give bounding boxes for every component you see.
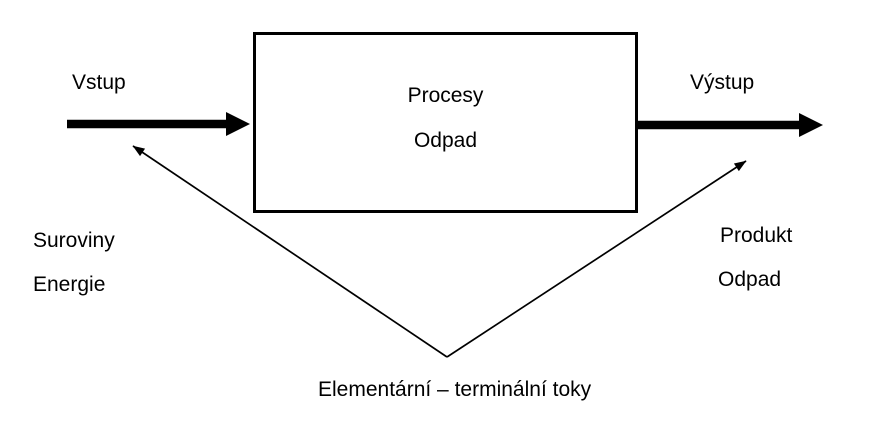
process-box: Procesy Odpad (253, 32, 638, 213)
output-arrow (637, 113, 823, 137)
input-item-energie: Energie (33, 273, 106, 296)
elementary-flow-arrow-left (132, 145, 448, 358)
process-box-label-odpad: Odpad (413, 129, 478, 152)
input-label: Vstup (72, 71, 126, 94)
output-label: Výstup (690, 71, 755, 94)
output-item-produkt: Produkt (720, 224, 793, 247)
output-arrow-head (799, 113, 823, 137)
elementary-flows-caption: Elementární – terminální toky (318, 378, 592, 401)
input-arrow-head (226, 112, 250, 136)
elementary-flow-arrow-right (446, 160, 747, 358)
output-item-odpad: Odpad (718, 268, 782, 291)
process-box-label-procesy: Procesy (407, 84, 484, 107)
input-arrow (67, 112, 250, 136)
input-item-suroviny: Suroviny (33, 229, 115, 252)
